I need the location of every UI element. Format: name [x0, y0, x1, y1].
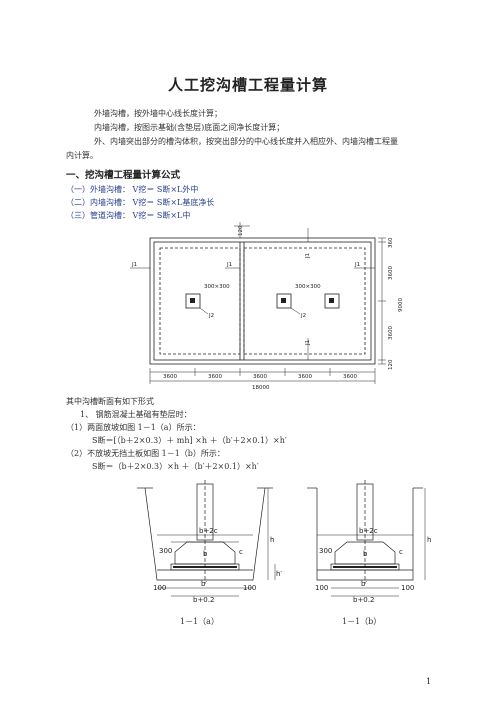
sec-a-label-100-left: 100: [153, 584, 166, 592]
sec-a-label-b02: b+0.2: [193, 596, 214, 604]
plan-dim-top-small: 120: [238, 225, 244, 236]
sec-a-label-bprime: b′: [201, 580, 207, 588]
formula-outer-wall: （一）外墙沟槽： V挖＝ S断×L外中: [66, 185, 199, 194]
column-footing-2: [276, 293, 292, 309]
column-1: [190, 298, 195, 303]
intro-line-1: 外墙沟槽，按外墙中心线长度计算；: [94, 109, 222, 118]
sec-b-label-b2c: b+2c: [359, 527, 378, 535]
plan-dim-right-2: 3600: [388, 266, 394, 280]
section-a-drawing: b+2c 300 b c h h′ 100 b′ 100 b+0.2: [137, 480, 282, 604]
formula-s-b: S断＝（b＋2×0.3）×h ＋（b′＋2×0.1）×h′: [92, 462, 259, 471]
sec-a-label-b: b: [203, 550, 208, 558]
plan-dim-bottom-2: 3600: [208, 374, 222, 380]
column-footing-1: [185, 293, 201, 309]
sec-a-label-h: h: [270, 536, 274, 544]
sec-b-label-300: 300: [319, 547, 332, 555]
plan-label-footing-size-2: 300×300: [295, 284, 321, 290]
foundation-plan-drawing: J1 J1 J1 J1 J1 J2 J2 300×300 300×300 120…: [130, 222, 404, 391]
sec-b-label-h: h: [427, 536, 431, 544]
plan-label-j1-mid: J1: [226, 262, 232, 268]
column-2: [281, 298, 286, 303]
plan-label-j1-right: J1: [354, 262, 360, 268]
plan-label-j1-top: J1: [305, 253, 311, 259]
formula-s-a: S断＝[（b＋2×0.3）＋ mh] ×h ＋（b′＋2×0.1）×h′: [92, 436, 287, 445]
plan-label-j2-right: J2: [300, 313, 306, 319]
sec-a-label-c: c: [239, 548, 243, 556]
plan-dim-total: 18000: [252, 385, 270, 391]
intro-line-3: 外、内墙突出部分的槽沟体积，按突出部分的中心线长度并入相应外、内墙沟槽工程量: [94, 137, 398, 146]
intro-line-2: 内墙沟槽，按图示基础(含垫层)底面之间净长度计算；: [94, 123, 285, 132]
plan-label-j2-left: J2: [208, 313, 214, 319]
body-line-1: 其中沟槽断面有如下形式: [66, 397, 154, 406]
body-line-2: 1、 钢筋混凝土基础有垫层时：: [80, 410, 192, 419]
plan-dim-right-3: 9000: [398, 298, 404, 312]
sec-b-label-c: c: [399, 548, 403, 556]
sec-b-label-bprime: b′: [361, 580, 367, 588]
section-b-caption: 1－1（b）: [342, 617, 382, 626]
outer-wall-inner-edge: [153, 241, 372, 361]
section-a-caption: 1－1（a）: [180, 617, 219, 626]
plan-dim-bottom-5: 3600: [343, 374, 357, 380]
formula-inner-wall: （二）内墙沟槽： V挖＝ S断×L基底净长: [66, 198, 215, 207]
plan-label-j1-bottom: J1: [305, 340, 311, 346]
plan-dim-right-5: 120: [388, 359, 394, 370]
section-heading: 一、挖沟槽工程量计算公式: [66, 170, 181, 181]
outer-foundation-outline: [149, 237, 376, 365]
plan-dim-bottom-3: 3600: [253, 374, 267, 380]
plan-dim-right-4: 3600: [388, 326, 394, 340]
body-line-5: （2）不放坡无挡土板如图 1－1（b）所示：: [66, 449, 225, 458]
sec-a-label-100-right: 100: [243, 584, 256, 592]
column-footing-3: [324, 293, 340, 309]
page-title: 人工挖沟槽工程量计算: [167, 76, 328, 94]
sec-b-label-100-right: 100: [401, 584, 414, 592]
section-b-drawing: b+2c 300 b c h 100 b′ 100 b+0.2: [307, 480, 431, 604]
column-3: [329, 298, 334, 303]
plan-label-j1-left: J1: [131, 262, 137, 268]
sec-a-label-300: 300: [159, 547, 172, 555]
sec-b-label-b02: b+0.2: [353, 596, 374, 604]
sec-a-label-hprime: h′: [276, 570, 282, 578]
sec-a-label-b2c: b+2c: [199, 527, 218, 535]
plan-dim-right-1: 360: [388, 237, 394, 248]
plan-dim-bottom-1: 3600: [163, 374, 177, 380]
sec-b-label-b: b: [363, 550, 368, 558]
right-room-dashed: [243, 247, 366, 355]
intro-line-4: 内计算。: [66, 151, 98, 160]
body-line-3: （1）两面放坡如图 1－1（a）所示：: [66, 423, 201, 432]
sec-b-label-100-left: 100: [315, 584, 328, 592]
plan-dim-bottom-4: 3600: [298, 374, 312, 380]
plan-label-footing-size-1: 300×300: [204, 284, 230, 290]
formula-pipe-trench: （三）管道沟槽： V挖＝ S断×L中: [66, 211, 191, 220]
page-number: 1: [426, 677, 432, 686]
